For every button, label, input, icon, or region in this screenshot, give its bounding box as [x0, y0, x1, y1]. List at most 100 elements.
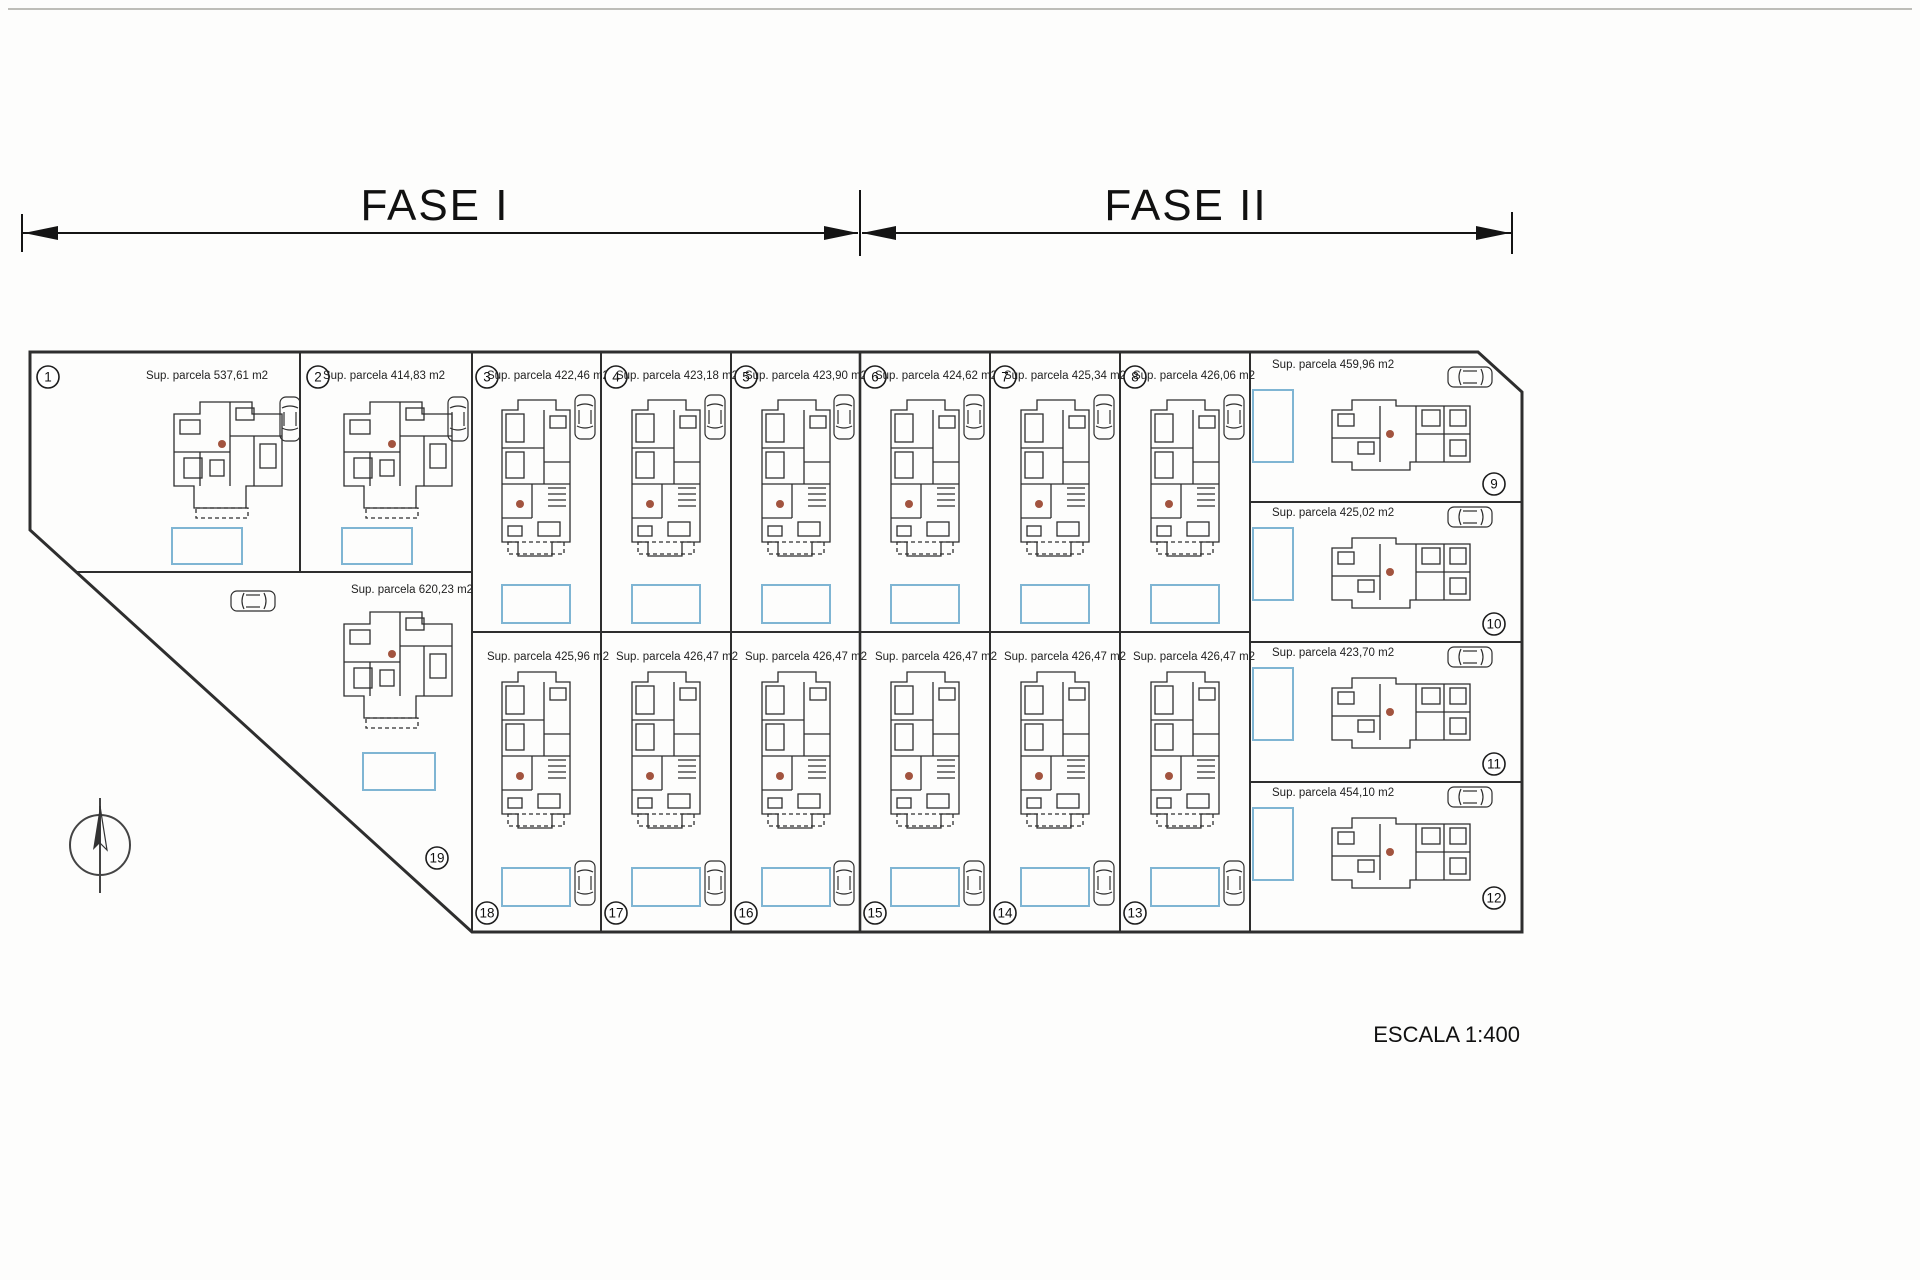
- plot-number: 5: [742, 370, 750, 385]
- pool: [1252, 389, 1294, 463]
- pool: [1252, 807, 1294, 881]
- plot-number-badge: [734, 365, 758, 389]
- plot-number-badge: [1123, 365, 1147, 389]
- car-icon: [833, 860, 855, 906]
- plot-number: 19: [429, 851, 444, 866]
- pool: [362, 752, 436, 791]
- plot-number-badge: [993, 365, 1017, 389]
- arrow-left-icon: [862, 226, 896, 240]
- scale-label: ESCALA 1:400: [1373, 1022, 1520, 1047]
- car-icon: [1447, 646, 1493, 668]
- plot-number: 14: [997, 906, 1013, 921]
- plot-3: 3 Sup. parcela 422,46 m2: [475, 365, 609, 624]
- house-plan: [1331, 677, 1471, 749]
- pool: [631, 584, 701, 624]
- plot-area-label: Sup. parcela 423,70 m2: [1272, 647, 1394, 659]
- plot-number-badge: [1482, 752, 1506, 776]
- house-plan: [631, 671, 701, 829]
- car-icon: [1093, 394, 1115, 440]
- pool: [1150, 867, 1220, 907]
- plot-area-label: Sup. parcela 423,18 m2: [616, 370, 738, 382]
- plot-dividers: [76, 352, 1522, 932]
- plot-number-badge: [604, 901, 628, 925]
- plot-area-label: Sup. parcela 620,23 m2: [351, 584, 473, 596]
- pool: [631, 867, 701, 907]
- plot-number-badge: [475, 901, 499, 925]
- plot-number: 18: [479, 906, 494, 921]
- pool: [890, 867, 960, 907]
- phase-dimension-header: FASE I FASE II: [21, 181, 1513, 256]
- pool: [1020, 867, 1090, 907]
- car-icon: [704, 860, 726, 906]
- plot-5: 5 Sup. parcela 423,90 m2: [734, 365, 867, 624]
- plot-number: 6: [871, 370, 879, 385]
- car-icon: [230, 590, 276, 612]
- house-plan: [1020, 399, 1090, 557]
- plot-area-label: Sup. parcela 414,83 m2: [323, 370, 445, 382]
- plot-area-label: Sup. parcela 426,47 m2: [1004, 651, 1126, 663]
- house-plan: [631, 399, 701, 557]
- arrow-left-icon: [24, 226, 58, 240]
- car-icon: [704, 394, 726, 440]
- plot-area-label: Sup. parcela 426,47 m2: [1133, 651, 1255, 663]
- house-plan: [1150, 399, 1220, 557]
- plot-area-label: Sup. parcela 424,62 m2: [875, 370, 997, 382]
- plot-number: 16: [738, 906, 753, 921]
- plot-2: 2 Sup. parcela 414,83 m2: [306, 365, 469, 565]
- pool: [501, 584, 571, 624]
- plot-16: Sup. parcela 426,47 m2 16: [734, 651, 867, 925]
- plot-number: 8: [1131, 370, 1139, 385]
- car-icon: [963, 860, 985, 906]
- plot-number-badge: [475, 365, 499, 389]
- car-icon: [1093, 860, 1115, 906]
- plot-number: 2: [314, 370, 322, 385]
- plot-number-badge: [1482, 472, 1506, 496]
- house-plan: [761, 671, 831, 829]
- car-icon: [447, 396, 469, 442]
- plot-number: 13: [1127, 906, 1142, 921]
- plot-area-label: Sup. parcela 426,06 m2: [1133, 370, 1255, 382]
- plot-area-label: Sup. parcela 537,61 m2: [146, 370, 268, 382]
- house-plan: [1331, 399, 1471, 471]
- plot-1: 1 Sup. parcela 537,61 m2: [36, 365, 301, 565]
- house-plan: [343, 611, 453, 729]
- plot-area-label: Sup. parcela 426,47 m2: [616, 651, 738, 663]
- plot-number-badge: [604, 365, 628, 389]
- plot-number: 11: [1487, 757, 1501, 772]
- pool: [1150, 584, 1220, 624]
- plot-number: 1: [44, 370, 52, 385]
- pool: [1252, 667, 1294, 741]
- plot-19: Sup. parcela 620,23 m2 19: [230, 584, 473, 870]
- pool: [761, 867, 831, 907]
- compass-needle-icon: [93, 806, 100, 850]
- plot-9: Sup. parcela 459,96 m2 9: [1252, 359, 1506, 496]
- arrow-right-icon: [824, 226, 858, 240]
- pool: [1252, 527, 1294, 601]
- plot-number-badge: [1123, 901, 1147, 925]
- plot-4: 4 Sup. parcela 423,18 m2: [604, 365, 738, 624]
- house-plan: [1150, 671, 1220, 829]
- car-icon: [963, 394, 985, 440]
- plot-number-badge: [993, 901, 1017, 925]
- fase1-label: FASE I: [361, 181, 510, 230]
- plot-number-badge: [306, 365, 330, 389]
- house-plan: [501, 399, 571, 557]
- plot-area-label: Sup. parcela 423,90 m2: [745, 370, 867, 382]
- car-icon: [1223, 394, 1245, 440]
- plot-8: 8 Sup. parcela 426,06 m2: [1123, 365, 1255, 624]
- plot-11: Sup. parcela 423,70 m2 11: [1252, 646, 1506, 776]
- plot-area-label: Sup. parcela 454,10 m2: [1272, 787, 1394, 799]
- arrow-right-icon: [1476, 226, 1510, 240]
- plot-area-label: Sup. parcela 422,46 m2: [487, 370, 609, 382]
- plot-number: 17: [608, 906, 623, 921]
- house-plan: [761, 399, 831, 557]
- compass-rose: [69, 798, 131, 893]
- pool: [890, 584, 960, 624]
- house-plan: [1331, 817, 1471, 889]
- house-plan: [1331, 537, 1471, 609]
- plot-area-label: Sup. parcela 426,47 m2: [875, 651, 997, 663]
- pool: [341, 527, 413, 565]
- car-icon: [279, 396, 301, 442]
- car-icon: [1223, 860, 1245, 906]
